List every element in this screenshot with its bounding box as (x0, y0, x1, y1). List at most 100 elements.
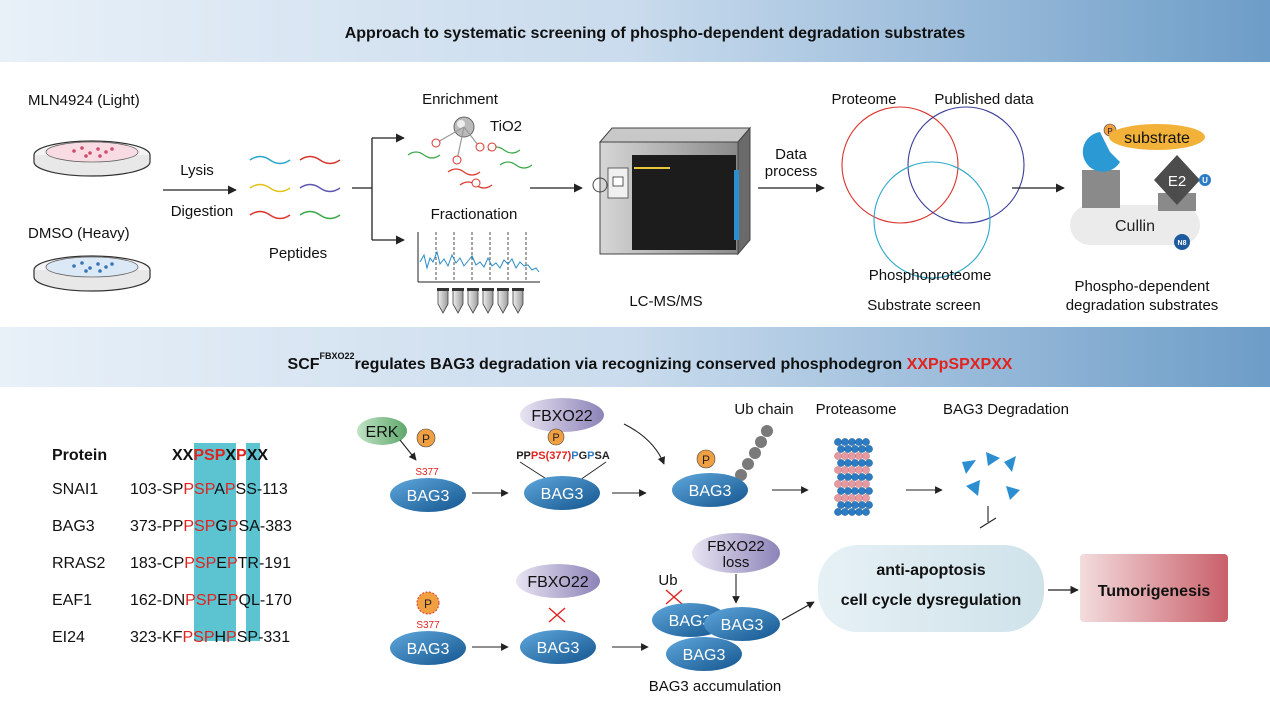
lcms-label: LC-MS/MS (629, 293, 702, 310)
substrate-label: substrate (1124, 130, 1190, 147)
fbxo22-label: FBXO22 (531, 408, 592, 425)
motif-row-sequence: 323-KFPSPHPSP-331 (130, 629, 290, 646)
bag3-label: BAG3 (683, 647, 726, 664)
scf-complex-icon: Cullin N8 P substrate E2 U (1070, 123, 1211, 250)
middle-banner-super: FBXO22 (320, 351, 355, 361)
middle-banner-text: regulates BAG3 degradation via recognizi… (355, 356, 907, 373)
bag3-label: BAG3 (689, 483, 732, 500)
e2-icon (1154, 155, 1200, 205)
fbxo22-loss-node (692, 533, 780, 573)
ub-chain-label: Ub chain (734, 401, 793, 418)
motif-row-sequence: 103-SPPSPAPSS-113 (130, 481, 288, 498)
tumorigenesis-label: Tumorigenesis (1098, 583, 1211, 600)
bag3-node-3 (672, 473, 748, 507)
sequence-label: PPPS(377)PGPSA (516, 450, 610, 462)
binding-lines (519, 461, 607, 481)
e2-label: E2 (1168, 173, 1186, 190)
proteasome-subunit (834, 438, 842, 446)
bag3-label: BAG3 (407, 641, 450, 658)
ub-label: Ub (658, 572, 677, 589)
proteasome-subunit (862, 466, 870, 474)
motif-row-protein: BAG3 (52, 518, 95, 535)
proteasome-subunit (844, 473, 852, 481)
proteasome-subunit (858, 473, 866, 481)
substrate-screen-label: Substrate screen (867, 297, 980, 314)
lysis-label: Lysis (180, 162, 214, 179)
proteasome-subunit (834, 508, 842, 516)
phospho-icon (416, 428, 436, 448)
proteasome-subunit (834, 466, 842, 474)
outcome-box (818, 545, 1044, 632)
recognition-arrow (623, 423, 665, 465)
s377-label-top: S377 (415, 467, 439, 478)
bag3-node-4 (390, 631, 466, 665)
enriched-peptides (407, 126, 533, 189)
proteasome-subunit (844, 487, 852, 495)
motif-row-sequence: 183-CPPSPEPTR-191 (130, 555, 291, 572)
proteasome-subunit (865, 487, 873, 495)
proteasome-subunit (851, 459, 859, 467)
proteasome-subunit (837, 473, 845, 481)
proteasome-subunit (848, 480, 856, 488)
table-header-motif: XXPSPXPXX (172, 447, 268, 464)
ubiquitin-icon (1199, 174, 1211, 186)
motif-row-protein: EI24 (52, 629, 85, 646)
proteasome-subunit (841, 438, 849, 446)
proteasome-subunit (855, 466, 863, 474)
tio2-bead-icon (453, 116, 475, 138)
erk-p-label: P (422, 432, 430, 446)
nedd8-icon (1174, 234, 1190, 250)
n8-label: N8 (1178, 240, 1187, 247)
proteasome-subunit (841, 480, 849, 488)
erk-node (357, 417, 407, 445)
bag3-label: BAG3 (407, 488, 450, 505)
proteasome-subunit (837, 487, 845, 495)
heavy-label: DMSO (Heavy) (28, 225, 130, 242)
proteasome-subunit (862, 508, 870, 516)
bag3-label: BAG3 (537, 640, 580, 657)
proteasome-subunit (862, 452, 870, 460)
erk-arrow (399, 439, 417, 461)
bag3-label: BAG3 (669, 613, 712, 630)
proteasome-subunit (848, 466, 856, 474)
bag3-label: BAG3 (721, 617, 764, 634)
degraded-fragments-icon (962, 452, 1020, 500)
accumulation-label: BAG3 accumulation (649, 678, 782, 695)
degradation-label: BAG3 Degradation (943, 401, 1069, 418)
motif-row-protein: RRAS2 (52, 555, 105, 572)
middle-banner-motif: XXPpSPXPXX (907, 356, 1013, 373)
proteasome-label: Proteasome (816, 401, 897, 418)
phospho-icon (696, 449, 716, 469)
proteasome-subunit (851, 445, 859, 453)
complex-p-label: P (1107, 127, 1112, 136)
proteasome-subunit (855, 480, 863, 488)
phospho-icon (547, 428, 565, 446)
bag3-node-8 (704, 607, 780, 641)
proteasome-subunit (862, 494, 870, 502)
proteasome-subunit (855, 438, 863, 446)
proteasome-subunit (855, 494, 863, 502)
proteasome-subunit (841, 466, 849, 474)
chromatogram (417, 232, 540, 283)
bag3-node-5 (520, 630, 596, 664)
bag3-label: BAG3 (541, 486, 584, 503)
petri-dish-heavy (33, 255, 151, 292)
erk-label: ERK (366, 424, 399, 441)
proteasome-subunit (851, 501, 859, 509)
table-header-protein: Protein (52, 447, 107, 464)
fbxo22-p-label: P (552, 432, 559, 444)
fractionation-label: Fractionation (431, 206, 518, 223)
middle-banner-prefix: SCF (288, 356, 320, 373)
outcome-line2: cell cycle dysregulation (841, 592, 1022, 609)
bottom-p-label: P (424, 597, 432, 611)
phospho-icon (416, 591, 440, 615)
bag3-node-7 (666, 637, 742, 671)
s377-label-bottom: S377 (416, 620, 440, 631)
fbxo22-node-top (520, 398, 604, 432)
proteasome-subunit (841, 508, 849, 516)
tio2-label: TiO2 (490, 118, 522, 135)
motif-row-protein: EAF1 (52, 592, 92, 609)
venn-circle-proteome (841, 106, 959, 224)
enrichment-label: Enrichment (422, 91, 499, 108)
